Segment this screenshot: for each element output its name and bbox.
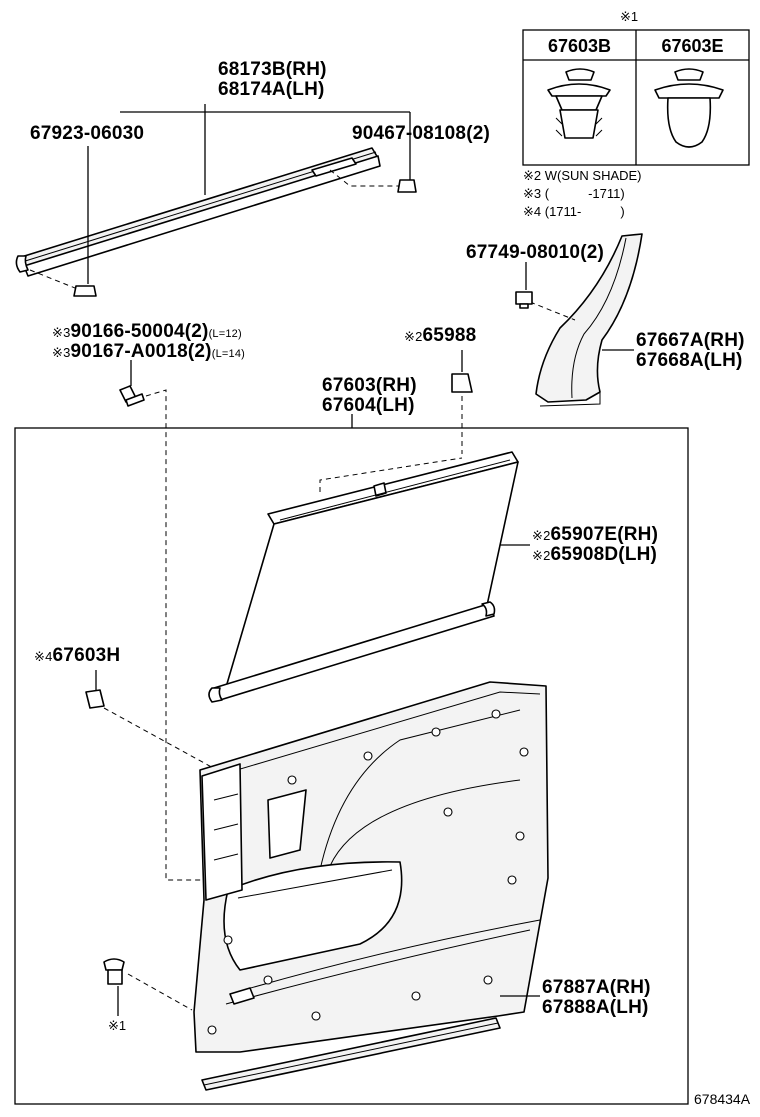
label-90467: 90467-08108(2) bbox=[352, 123, 491, 144]
clip-67603-drawing bbox=[103, 958, 125, 985]
label-65988-mark: ※2 bbox=[404, 329, 423, 344]
label-65988: ※265988 bbox=[404, 326, 476, 347]
label-65907e-mark: ※2 bbox=[532, 528, 551, 543]
label-67667a: 67667A(RH) bbox=[636, 330, 745, 351]
clip-67603h-drawing bbox=[85, 689, 105, 709]
label-67923: 67923-06030 bbox=[30, 123, 145, 144]
label-90167-mark: ※3 bbox=[52, 345, 71, 360]
sun-shade-65907e-drawing bbox=[208, 451, 519, 703]
note-before-1711: ※3 ( -1711) bbox=[523, 186, 625, 201]
clip-67603e-drawing bbox=[654, 68, 724, 148]
label-65908d: ※265908D(LH) bbox=[532, 545, 657, 566]
label-clip-1: ※1 bbox=[108, 1018, 127, 1033]
label-67887a: 67887A(RH) bbox=[542, 977, 651, 998]
label-90166-mark: ※3 bbox=[52, 325, 71, 340]
dash-67749 bbox=[529, 301, 576, 321]
label-68173b: 68173B(RH) bbox=[218, 59, 327, 80]
dash-90166 bbox=[145, 389, 212, 881]
callout-header-67603e: 67603E bbox=[661, 36, 724, 56]
door-trim-board-drawing bbox=[193, 681, 549, 1053]
note-after-1711: ※4 (1711- ) bbox=[523, 204, 625, 219]
label-65908d-mark: ※2 bbox=[532, 548, 551, 563]
belt-molding-68173b-drawing bbox=[15, 147, 381, 277]
label-90167-number: 90167-A0018(2) bbox=[70, 341, 212, 362]
figure-id: 678434A bbox=[694, 1091, 751, 1107]
clip-90467-drawing bbox=[397, 179, 417, 193]
leader-68173b bbox=[120, 104, 410, 195]
clip-67603b-drawing bbox=[547, 68, 611, 139]
label-90166-length: (L=12) bbox=[208, 328, 242, 340]
screw-67749-drawing bbox=[515, 291, 533, 309]
label-65908d-number: 65908D(LH) bbox=[550, 544, 658, 565]
callout-header-67603b: 67603B bbox=[547, 36, 612, 56]
label-67603: 67603(RH) bbox=[322, 375, 417, 396]
label-67603h-number: 67603H bbox=[52, 645, 121, 666]
label-67603h: ※467603H bbox=[34, 646, 120, 667]
label-90167: ※390167-A0018(2)(L=14) bbox=[52, 342, 245, 364]
label-90166-number: 90166-50004(2) bbox=[70, 321, 209, 342]
label-90167-length: (L=14) bbox=[211, 348, 246, 360]
label-68174a: 68174A(LH) bbox=[218, 79, 325, 100]
weatherstrip-67887a-drawing bbox=[201, 1017, 501, 1091]
dash-shade-clip bbox=[319, 457, 463, 492]
clip-67923-drawing bbox=[73, 285, 97, 297]
pillar-garnish-67667a-drawing bbox=[535, 233, 643, 407]
clip-65988-drawing bbox=[451, 373, 473, 393]
label-67749: 67749-08010(2) bbox=[466, 242, 605, 263]
label-65907e-number: 65907E(RH) bbox=[550, 524, 659, 545]
label-90166: ※390166-50004(2)(L=12) bbox=[52, 322, 242, 344]
callout-mark: ※1 bbox=[620, 9, 639, 24]
label-67888a: 67888A(LH) bbox=[542, 997, 649, 1018]
label-67668a: 67668A(LH) bbox=[636, 350, 743, 371]
clip-callout-table bbox=[522, 29, 750, 166]
bolt-90166-drawing bbox=[119, 385, 145, 407]
note-sun-shade: ※2 W(SUN SHADE) bbox=[523, 168, 642, 183]
label-67603h-mark: ※4 bbox=[34, 649, 53, 664]
dash-90467 bbox=[329, 169, 400, 187]
label-65907e: ※265907E(RH) bbox=[532, 525, 658, 546]
dash-clip-1 bbox=[127, 973, 193, 1011]
label-67604: 67604(LH) bbox=[322, 395, 415, 416]
label-65988-number: 65988 bbox=[422, 325, 477, 346]
